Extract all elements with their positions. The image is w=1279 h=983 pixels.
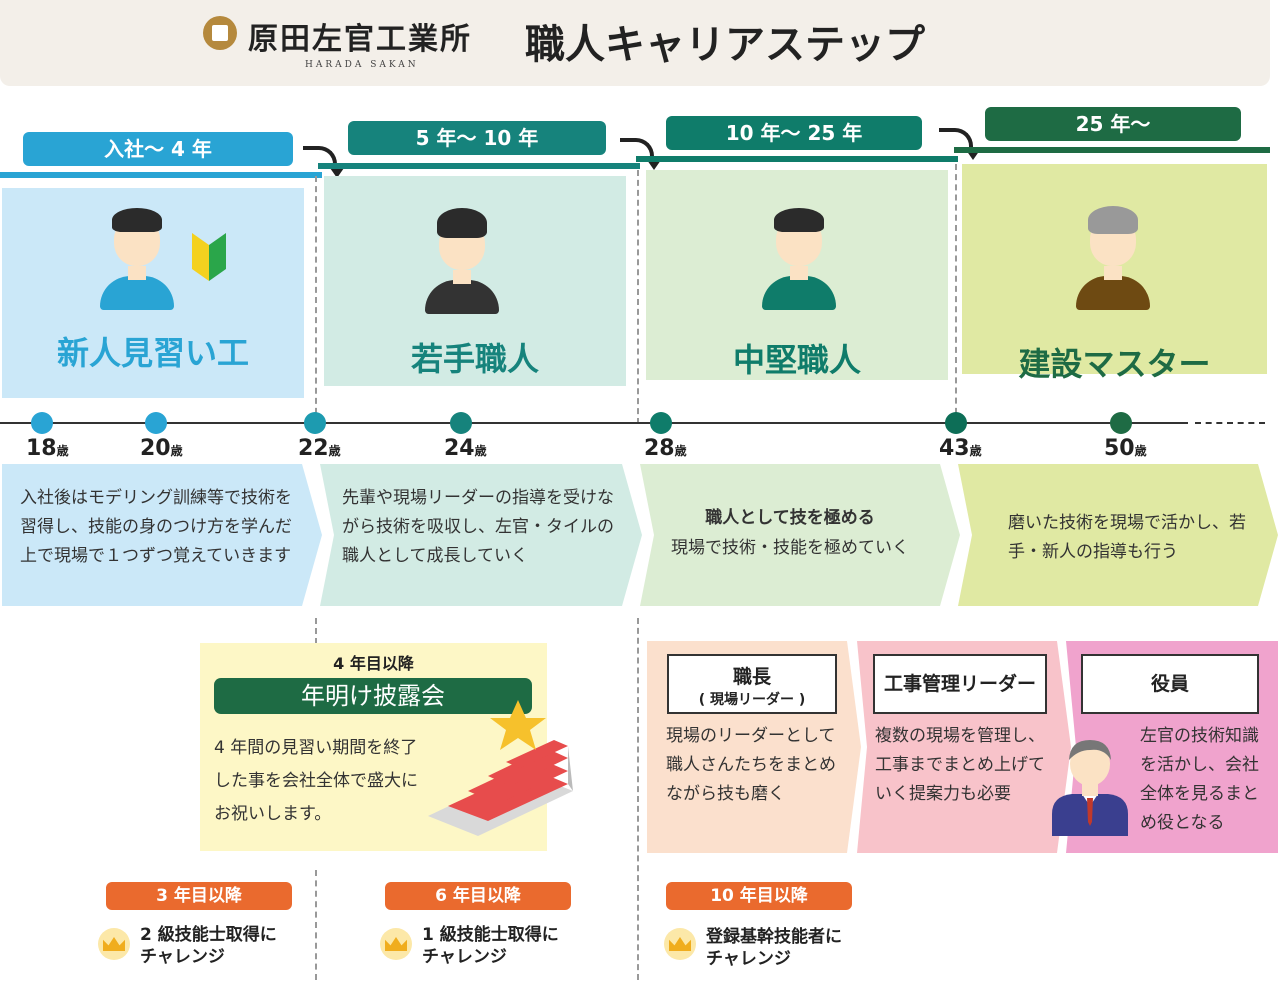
description-1: 入社後はモデリング訓練等で技術を習得し、技能の身のつけ方を学んだ上で現場で１つず… <box>2 464 322 606</box>
crown-icon <box>98 928 130 960</box>
page-title: 職人キャリアステップ <box>525 22 925 68</box>
stage-label-4: 建設マスター <box>1018 345 1211 383</box>
avatar-neck <box>1104 266 1122 280</box>
timeline-dot <box>650 412 672 434</box>
period-tab-3: 10 年〜 25 年 <box>666 116 922 150</box>
divider <box>637 618 639 980</box>
description-3: 職人として技を極める 現場で技術・技能を極めていく <box>640 464 960 606</box>
period-tab-2: 5 年〜 10 年 <box>348 121 606 155</box>
event-title: 年明け披露会 <box>214 678 532 714</box>
timeline-dot <box>304 412 326 434</box>
timeline-dot <box>450 412 472 434</box>
crown-icon <box>380 928 412 960</box>
timeline-continuation <box>1195 422 1265 424</box>
age-label: 43歳 <box>939 436 982 461</box>
step-arrow-icon <box>303 146 344 178</box>
period-tab-1: 入社〜 4 年 <box>23 132 293 166</box>
stage-label-3: 中堅職人 <box>732 341 861 379</box>
divider <box>315 176 317 424</box>
challenge-text-1: 2 級技能士取得にチャレンジ <box>140 925 277 967</box>
avatar-body <box>762 276 836 310</box>
timeline-dot <box>1110 412 1132 434</box>
event-text: 4 年間の見習い期間を終了した事を会社全体で盛大にお祝いします。 <box>214 738 418 824</box>
role-title-3: 役員 <box>1081 654 1259 714</box>
step-arrow-icon <box>939 128 980 160</box>
challenge-text-2: 1 級技能士取得にチャレンジ <box>422 925 559 967</box>
role-text-3: 左官の技術知識を活かし、会社全体を見るまとめ役となる <box>1140 726 1259 833</box>
role-text-1: 現場のリーダーとして職人さんたちをまとめながら技も磨く <box>666 726 836 804</box>
timeline-line <box>0 422 1188 424</box>
avatar-hair <box>112 208 162 232</box>
executive-avatar-icon <box>1048 732 1132 836</box>
description-text: 現場で技術・技能を極めていく <box>671 538 909 558</box>
stage-label-1: 新人見習い工 <box>56 334 249 372</box>
logo-mark <box>212 25 228 41</box>
company-name-en: HARADA SAKAN <box>305 60 419 70</box>
role-title-1: 職長 ( 現場リーダー ) <box>667 654 837 714</box>
timeline-dot <box>145 412 167 434</box>
divider <box>315 870 317 980</box>
avatar-hair <box>774 208 824 232</box>
period-tab-4: 25 年〜 <box>985 107 1241 141</box>
challenge-badge-3: 10 年目以降 <box>666 882 852 910</box>
age-label: 20歳 <box>140 436 183 461</box>
avatar-hair <box>1088 206 1138 234</box>
period-stripe-4 <box>954 147 1270 153</box>
avatar-neck <box>453 270 471 284</box>
age-label: 22歳 <box>298 436 341 461</box>
age-label: 24歳 <box>444 436 487 461</box>
avatar-neck <box>128 266 146 280</box>
event-when: 4 年目以降 <box>333 654 414 673</box>
age-label: 18歳 <box>26 436 69 461</box>
avatar-body <box>1076 276 1150 310</box>
age-label: 50歳 <box>1104 436 1147 461</box>
avatar-body <box>100 276 174 310</box>
timeline-dot <box>31 412 53 434</box>
challenge-badge-2: 6 年目以降 <box>385 882 571 910</box>
role-text-2: 複数の現場を管理し、工事までまとめ上げていく提案力も必要 <box>875 726 1045 804</box>
stage-label-2: 若手職人 <box>410 340 539 378</box>
divider <box>315 618 317 644</box>
description-2: 先輩や現場リーダーの指導を受けながら技術を吸収し、左官・タイルの職人として成長し… <box>320 464 642 606</box>
stage-card-3: 中堅職人 <box>646 170 948 380</box>
divider <box>637 170 639 424</box>
description-4: 磨いた技術を現場で活かし、若手・新人の指導も行う <box>958 464 1278 606</box>
role-title-2: 工事管理リーダー <box>873 654 1047 714</box>
avatar-neck <box>790 266 808 280</box>
age-label: 28歳 <box>644 436 687 461</box>
divider <box>955 164 957 424</box>
company-name: 原田左官工業所 <box>248 22 472 57</box>
step-arrow-icon <box>620 138 661 170</box>
timeline-dot <box>945 412 967 434</box>
avatar-hair <box>437 208 487 238</box>
crown-icon <box>664 928 696 960</box>
description-heading: 職人として技を極める <box>705 508 875 528</box>
avatar-body <box>425 280 499 314</box>
period-stripe-2 <box>318 163 640 169</box>
challenge-text-3: 登録基幹技能者にチャレンジ <box>706 927 842 969</box>
beginner-mark-icon <box>190 231 228 283</box>
challenge-badge-1: 3 年目以降 <box>106 882 292 910</box>
stairs-star-illustration <box>418 696 578 846</box>
period-stripe-3 <box>636 156 958 162</box>
period-stripe-1 <box>0 172 322 178</box>
